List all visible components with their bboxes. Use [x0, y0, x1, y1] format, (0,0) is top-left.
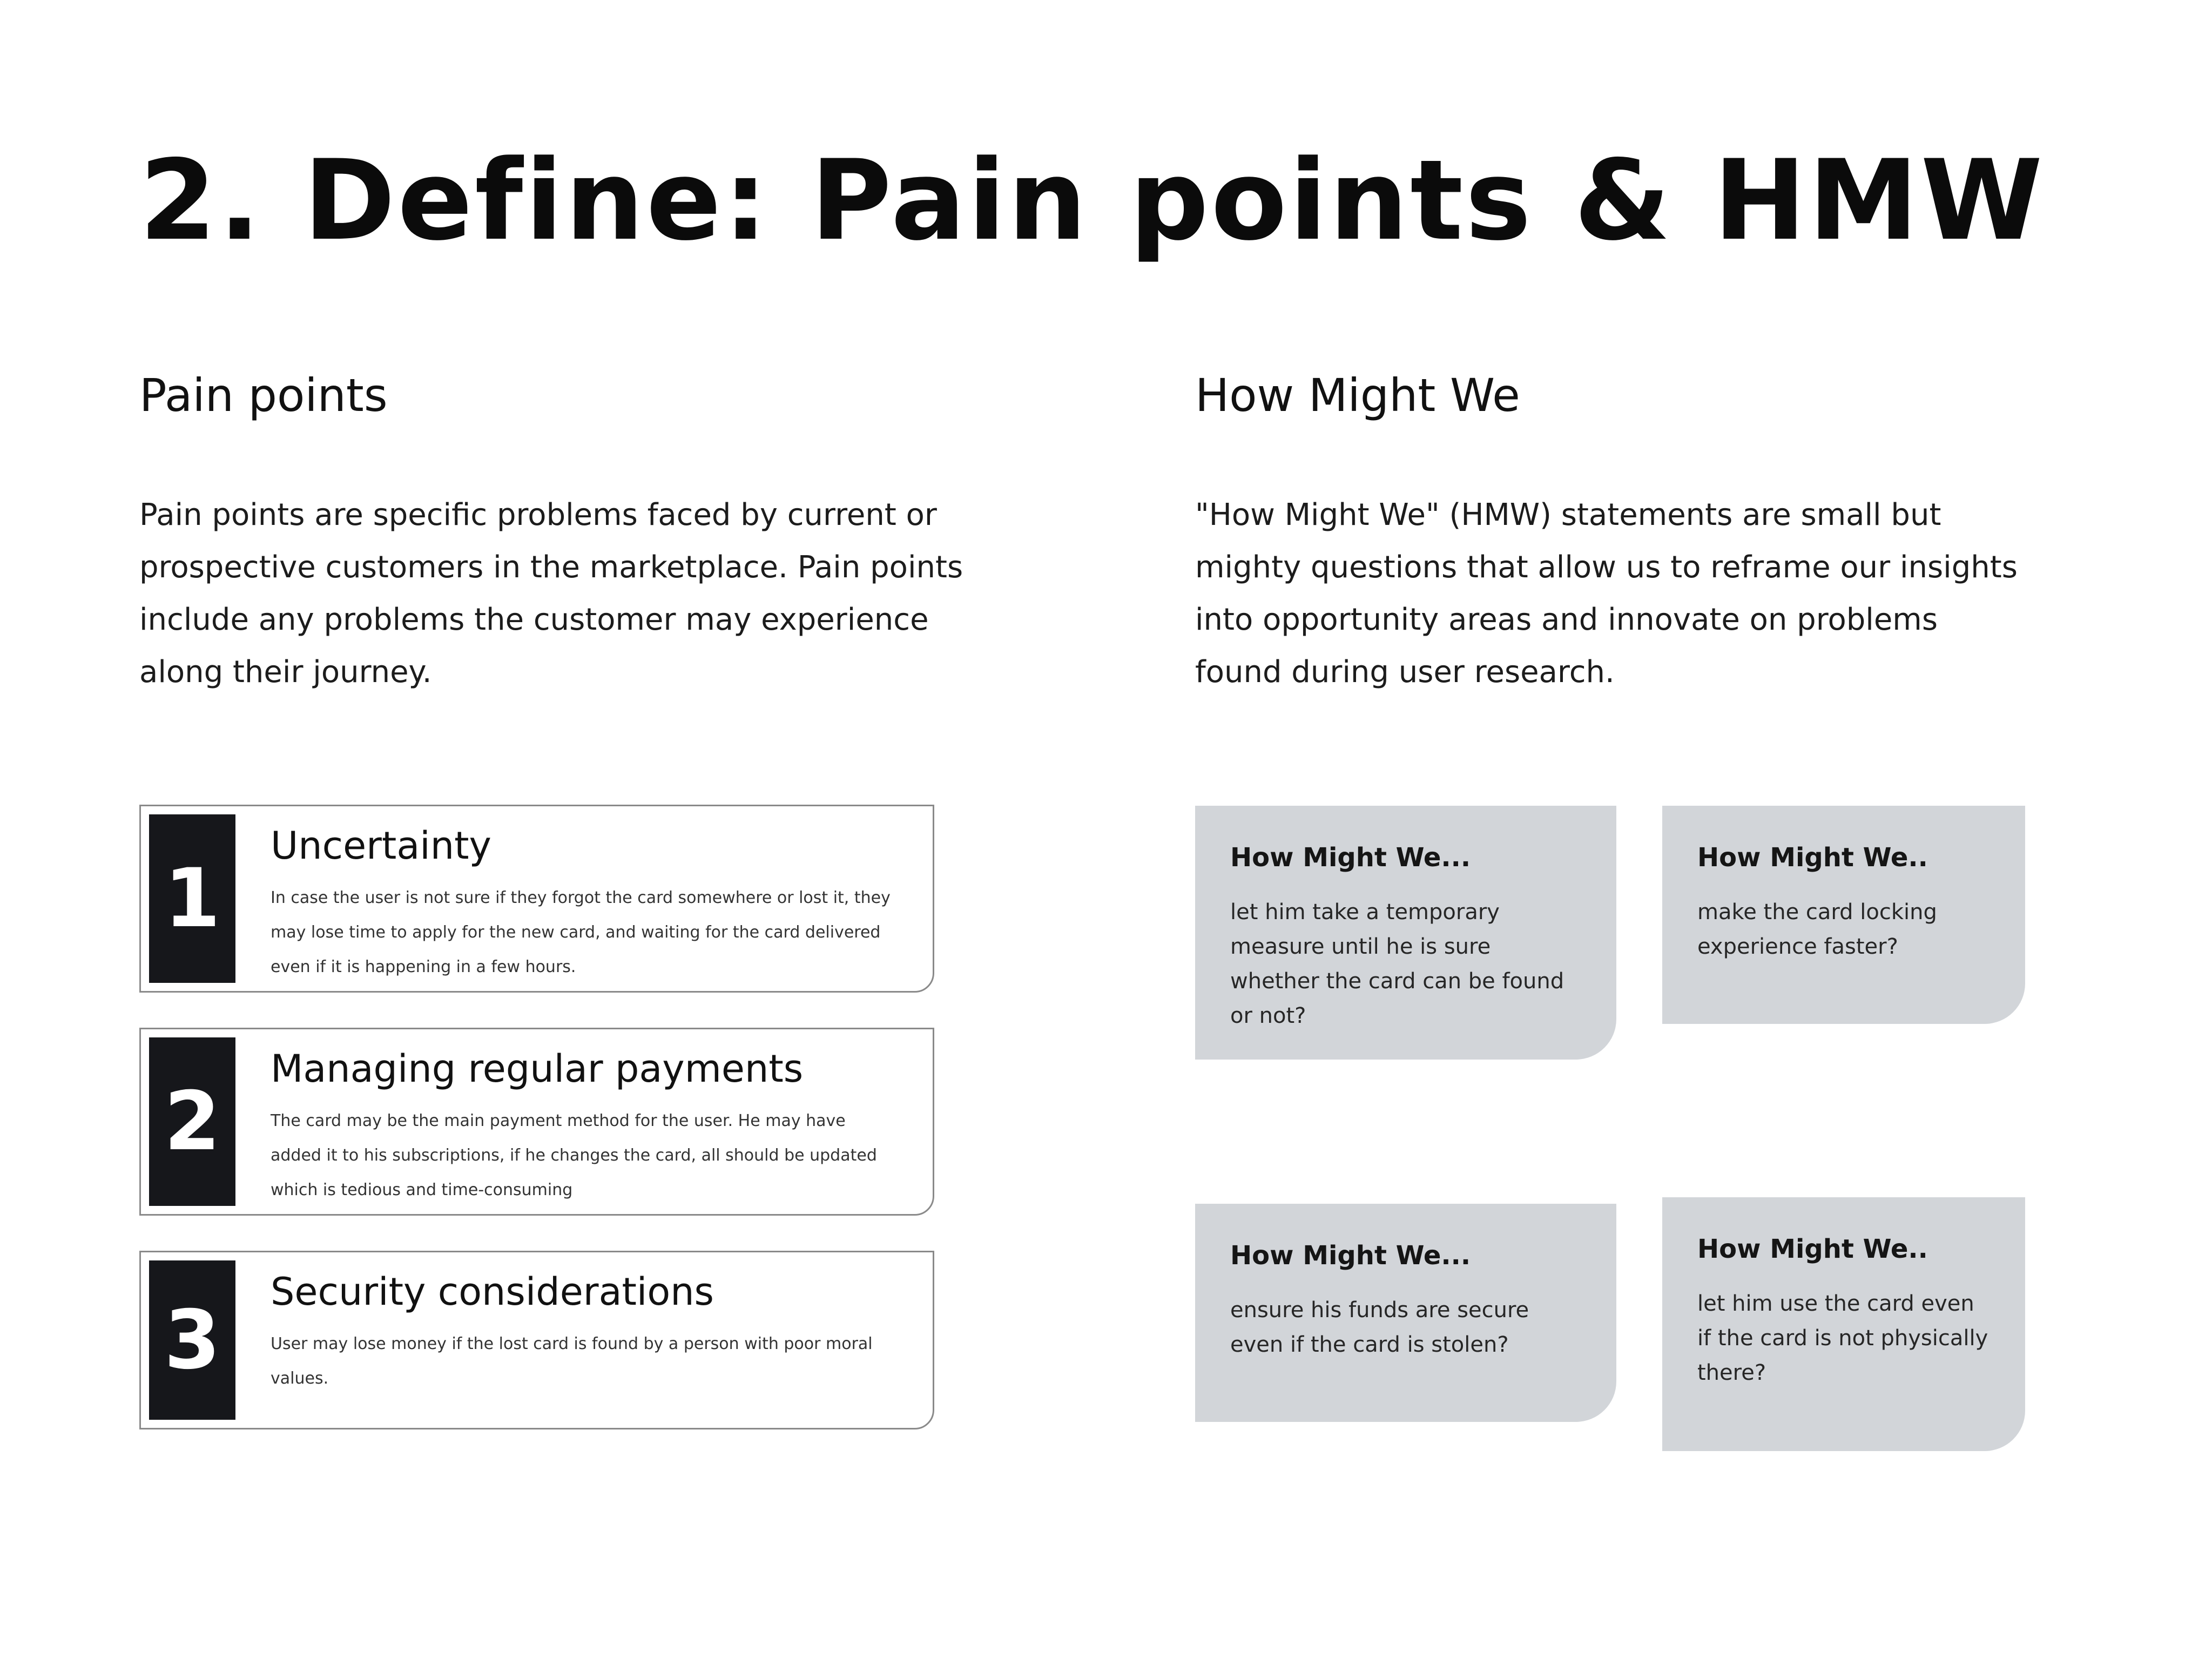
hmw-card-label: How Might We...: [1230, 842, 1471, 873]
pain-point-number: 1: [149, 814, 235, 983]
pain-point-title: Managing regular payments: [271, 1047, 804, 1091]
hmw-card-label: How Might We..: [1697, 842, 1928, 873]
pain-point-number: 2: [149, 1037, 235, 1206]
pain-point-description: The card may be the main payment method …: [271, 1111, 877, 1199]
page-title: 2. Define: Pain points & HMW: [139, 137, 2045, 265]
hmw-card: How Might We... let him take a temporary…: [1195, 806, 1616, 1060]
hmw-heading: How Might We: [1195, 369, 1520, 422]
hmw-card: How Might We.. make the card locking exp…: [1662, 806, 2025, 1024]
hmw-card: How Might We.. let him use the card even…: [1662, 1197, 2025, 1451]
pain-points-intro: Pain points are specific problems faced …: [139, 497, 963, 690]
pain-point-card-uncertainty: 1 Uncertainty In case the user is not su…: [139, 805, 934, 993]
pain-point-description: In case the user is not sure if they for…: [271, 888, 891, 976]
hmw-card-text: ensure his funds are secure even if the …: [1230, 1297, 1529, 1357]
hmw-card-text: make the card locking experience faster?: [1697, 899, 1937, 959]
hmw-card-label: How Might We...: [1230, 1240, 1471, 1271]
pain-point-card-managing-payments: 2 Managing regular payments The card may…: [139, 1028, 934, 1216]
pain-point-description: User may lose money if the lost card is …: [271, 1334, 873, 1388]
pain-point-title: Uncertainty: [271, 824, 491, 868]
hmw-card-text: let him use the card even if the card is…: [1697, 1291, 1988, 1385]
hmw-intro: "How Might We" (HMW) statements are smal…: [1195, 497, 2018, 690]
hmw-card-label: How Might We..: [1697, 1234, 1928, 1264]
pain-point-number: 3: [149, 1260, 235, 1420]
pain-points-heading: Pain points: [139, 369, 388, 422]
hmw-card: How Might We... ensure his funds are sec…: [1195, 1204, 1616, 1422]
hmw-card-text: let him take a temporary measure until h…: [1230, 899, 1564, 1028]
pain-point-title: Security considerations: [271, 1270, 714, 1314]
pain-point-card-security: 3 Security considerations User may lose …: [139, 1251, 934, 1429]
